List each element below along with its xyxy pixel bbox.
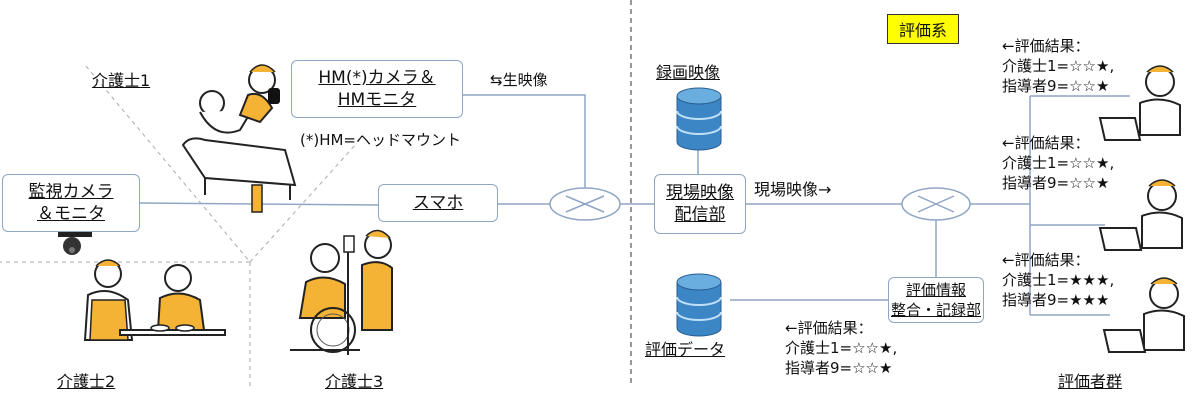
monitoring-camera-box: 監視カメラ ＆モニタ xyxy=(2,174,140,232)
result-block-4: ←評価結果： 介護士1=☆☆★, 指導者9=☆☆★ xyxy=(785,318,897,378)
result-caregiver: 介護士1=★★★, xyxy=(1002,271,1115,289)
recorded-video-label: 録画映像 xyxy=(656,63,721,82)
eval-system-label: 評価系 xyxy=(898,21,947,40)
result-instructor: 指導者9=☆☆★ xyxy=(1002,77,1110,95)
security-camera-icon xyxy=(58,232,92,255)
network-hub-left-icon xyxy=(549,187,621,221)
hm-footnote: (*)HM=ヘッドマウント xyxy=(300,131,461,149)
caregiver3-label: 介護士3 xyxy=(325,372,384,391)
evaluators-label: 評価者群 xyxy=(1058,372,1123,391)
caregiver2-label: 介護士2 xyxy=(57,372,116,391)
monitoring-camera-line2: ＆モニタ xyxy=(37,204,105,224)
result-header: ←評価結果： xyxy=(1002,251,1090,269)
result-caregiver: 介護士1=☆☆★, xyxy=(1002,154,1115,172)
result-caregiver: 介護士1=☆☆★, xyxy=(1002,57,1115,75)
raw-video-label: ⇆生映像 xyxy=(490,71,548,89)
eval-integration-box: 評価情報 整合・記録部 xyxy=(888,277,984,323)
monitoring-camera-line1: 監視カメラ xyxy=(28,182,114,202)
video-delivery-line2: 配信部 xyxy=(674,205,726,225)
eval-data-label: 評価データ xyxy=(645,340,726,359)
evaluator-1-laptop-icon xyxy=(1098,65,1181,141)
result-instructor: 指導者9=☆☆★ xyxy=(1002,174,1110,192)
site-video-arrow-label: 現場映像→ xyxy=(754,180,832,199)
caregiver3-wheelchair-illustration-icon xyxy=(290,229,393,355)
hm-camera-box: HM(*)カメラ＆ HMモニタ xyxy=(291,60,463,118)
caregiver1-bed-illustration-icon xyxy=(181,64,297,213)
database-recorded-icon xyxy=(676,87,722,151)
hm-camera-line1: HM(*)カメラ＆ xyxy=(318,68,436,88)
network-hub-right-icon xyxy=(901,187,971,221)
result-block-1: ←評価結果： 介護士1=☆☆★, 指導者9=☆☆★ xyxy=(1002,36,1114,96)
result-header: ←評価結果： xyxy=(1002,134,1090,152)
database-eval-icon xyxy=(676,273,722,337)
caregiver2-meal-illustration-icon xyxy=(83,259,226,341)
hm-camera-line2: HMモニタ xyxy=(337,90,417,110)
region-line-1 xyxy=(85,65,251,263)
eval-system-tag: 評価系 xyxy=(887,14,959,44)
result-header: ←評価結果： xyxy=(1002,37,1090,55)
evaluator-2-laptop-icon xyxy=(1098,179,1183,251)
evaluator-3-laptop-icon xyxy=(1102,277,1185,353)
result-caregiver: 介護士1=☆☆★, xyxy=(785,339,898,357)
result-block-3: ←評価結果： 介護士1=★★★, 指導者9=★★★ xyxy=(1002,250,1114,310)
smartphone-box: スマホ xyxy=(378,184,498,222)
video-delivery-line1: 現場映像 xyxy=(666,183,734,203)
smartphone-label: スマホ xyxy=(412,193,464,213)
result-instructor: 指導者9=☆☆★ xyxy=(785,359,893,377)
caregiver1-label: 介護士1 xyxy=(92,71,151,90)
result-header: ←評価結果： xyxy=(785,319,873,337)
eval-integration-line1: 評価情報 xyxy=(905,281,966,299)
result-instructor: 指導者9=★★★ xyxy=(1002,291,1110,309)
result-block-2: ←評価結果： 介護士1=☆☆★, 指導者9=☆☆★ xyxy=(1002,133,1114,193)
region-line-2 xyxy=(249,142,358,263)
eval-integration-line2: 整合・記録部 xyxy=(890,301,981,319)
video-delivery-box: 現場映像 配信部 xyxy=(654,174,746,234)
